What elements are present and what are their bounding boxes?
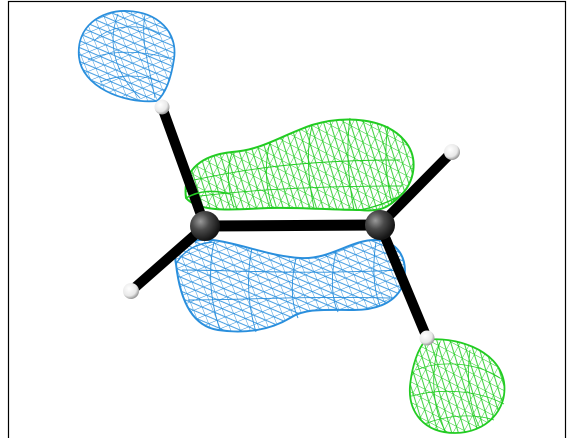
atoms — [123, 99, 460, 346]
frame-border — [7, 0, 567, 438]
orbital-lobe-negative-top-left — [77, 10, 176, 103]
bond-c-h-top-left — [157, 102, 210, 231]
bond-c-h-bottom-left — [126, 221, 210, 296]
orbital-lobe-negative-pi — [174, 238, 406, 333]
hydrogen-atom-top-right — [444, 144, 460, 160]
bond-c-h-top-right — [375, 147, 457, 230]
hydrogen-atom-bottom-left — [123, 283, 139, 299]
orbital-lobe-positive-bottom-right — [409, 338, 506, 434]
lobe-edge-front-green-right — [359, 195, 401, 211]
lobe-edge-front-blue — [175, 241, 213, 265]
carbon-atom-right — [365, 210, 395, 240]
bond-c-c — [199, 219, 386, 232]
bond-c-h-bottom-right — [375, 220, 432, 343]
hydrogen-atom-bottom-right — [419, 330, 435, 346]
lobe-edge-front-green — [185, 190, 231, 199]
bonds — [126, 102, 457, 343]
carbon-atom-left — [190, 211, 220, 241]
orbital-lobe-positive-pi — [184, 117, 415, 212]
hydrogen-atom-top-left — [154, 99, 170, 115]
